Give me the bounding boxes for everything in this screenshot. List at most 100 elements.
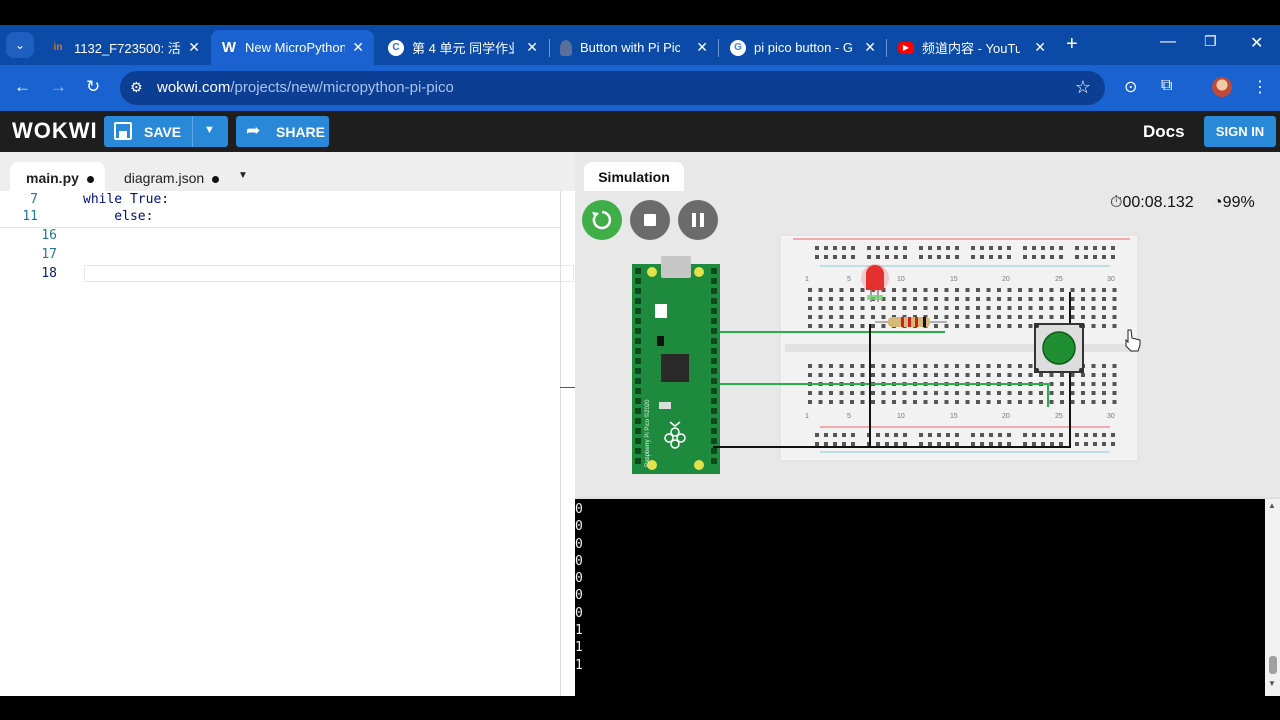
browser-tab-3[interactable]: C 第 4 单元 同学作业 ✕ (378, 30, 548, 65)
scrollbar-thumb[interactable] (1269, 656, 1277, 674)
pico-pins (635, 268, 717, 464)
serial-output: 0 0 0 0 0 0 0 1 1 1 (575, 501, 1265, 691)
restore-icon[interactable]: ❐ (1204, 33, 1217, 49)
simulation-timer: ⏱00:08.132 (1110, 194, 1194, 211)
column-label: 5 (847, 413, 851, 420)
close-tab-icon[interactable]: ✕ (526, 39, 538, 55)
serial-line: 0 (575, 553, 583, 569)
serial-line: 0 (575, 502, 583, 517)
address-bar-row: ← → ↻ ⚙ wokwi.com/projects/new/micropyth… (0, 65, 1280, 111)
restart-icon (592, 210, 612, 230)
more-files-caret-icon[interactable]: ▼ (238, 170, 248, 181)
browser-tab-6[interactable]: ▶ 频道内容 - YouTub ✕ (888, 30, 1056, 65)
site-settings-icon[interactable]: ⚙ (130, 79, 143, 95)
scroll-down-arrow-icon[interactable]: ▼ (1268, 679, 1276, 688)
forward-arrow-icon[interactable]: → (50, 77, 67, 96)
pause-simulation-button[interactable] (678, 200, 718, 240)
tab-diagram-json[interactable]: diagram.json (110, 162, 228, 191)
docs-link[interactable]: Docs (1143, 122, 1185, 141)
column-label: 20 (1002, 276, 1010, 283)
code-line[interactable]: 16 (41, 228, 57, 243)
bookmark-star-icon[interactable]: ☆ (1074, 77, 1091, 97)
column-label: 15 (950, 413, 958, 420)
tab-main-py[interactable]: main.py (10, 162, 105, 191)
share-arrow-icon: ➦ (246, 121, 261, 140)
chrome-menu-icon[interactable]: ⋮ (1252, 79, 1268, 96)
tab-title: 第 4 单元 同学作业 (412, 41, 514, 56)
code-line[interactable]: 11 else: (22, 209, 154, 224)
rp2040-chip (661, 354, 689, 382)
panel-resize-handle[interactable] (560, 387, 575, 388)
extensions-puzzle-icon[interactable]: ⧉ (1161, 77, 1173, 94)
stop-simulation-button[interactable] (630, 200, 670, 240)
profile-avatar[interactable] (1212, 77, 1232, 97)
column-label: 5 (847, 276, 851, 283)
breadboard-holes (808, 246, 1117, 446)
usb-connector (661, 256, 691, 278)
simulation-speed: ◔99% (1213, 194, 1255, 211)
browser-tab-1[interactable]: in 1132_F723500: 活 ✕ (40, 30, 210, 65)
code-line[interactable]: 7 while True: (30, 192, 170, 207)
current-line-highlight (84, 265, 574, 282)
new-tab-plus-icon[interactable]: + (1066, 33, 1078, 55)
share-button[interactable]: ➦ SHARE (236, 116, 329, 147)
browser-tab-5[interactable]: G pi pico button - G ✕ (720, 30, 886, 65)
tab-simulation[interactable]: Simulation (584, 162, 684, 191)
restart-simulation-button[interactable] (582, 200, 622, 240)
close-tab-icon[interactable]: ✕ (352, 39, 364, 55)
tab-title: New MicroPython (245, 40, 345, 55)
pico-board-label: Raspberry Pi Pico ©2020 (644, 399, 651, 467)
code-line[interactable]: 17 (41, 247, 57, 262)
browser-tab-strip: ⌄ in 1132_F723500: 活 ✕ W New MicroPython… (0, 25, 1280, 65)
editor-tabs: main.py diagram.json ▼ (0, 152, 575, 191)
pause-icon (692, 213, 704, 227)
stop-icon (644, 214, 656, 226)
tab-title: pi pico button - G (754, 40, 853, 55)
google-favicon-icon: G (730, 39, 746, 56)
serial-line: 0 (575, 588, 583, 604)
column-label: 10 (897, 413, 905, 420)
classroom-favicon-icon: C (388, 39, 404, 56)
minimize-icon[interactable]: — (1160, 33, 1176, 50)
column-label: 30 (1107, 276, 1115, 283)
url-text[interactable]: wokwi.com/projects/new/micropython-pi-pi… (157, 79, 454, 96)
column-label: 1 (805, 413, 809, 420)
wokwi-header: WOKWI SAVE ▼ ➦ SHARE Docs SIGN IN (0, 111, 1280, 152)
url-omnibox[interactable]: ⚙ wokwi.com/projects/new/micropython-pi-… (120, 71, 1105, 105)
serial-monitor[interactable]: 0 0 0 0 0 0 0 1 1 1 ▲ ▼ (575, 497, 1280, 696)
column-label: 20 (1002, 413, 1010, 420)
column-label: 15 (950, 276, 958, 283)
tab-title: 1132_F723500: 活 (74, 41, 181, 56)
serial-line: 0 (575, 605, 583, 621)
red-led[interactable] (866, 265, 884, 290)
close-tab-icon[interactable]: ✕ (1034, 39, 1046, 55)
scroll-up-arrow-icon[interactable]: ▲ (1268, 501, 1276, 510)
save-button[interactable]: SAVE ▼ (104, 116, 228, 147)
bottom-letterbox (0, 696, 1280, 720)
window-close-icon[interactable]: ✕ (1250, 35, 1264, 52)
serial-line: 1 (575, 623, 583, 639)
browser-tab-2[interactable]: W New MicroPython ✕ (211, 30, 374, 65)
close-tab-icon[interactable]: ✕ (864, 39, 876, 55)
browser-tab-4[interactable]: Button with Pi Pic ✕ (550, 30, 718, 65)
reading-mode-icon[interactable]: ⊙ (1124, 79, 1138, 96)
wire-green-button[interactable] (720, 383, 1049, 407)
top-letterbox (0, 0, 1280, 25)
tab-search-button[interactable]: ⌄ (6, 32, 34, 58)
push-button-cap[interactable] (1042, 331, 1076, 365)
wokwi-logo[interactable]: WOKWI (12, 118, 98, 143)
serial-line: 1 (575, 657, 583, 673)
close-tab-icon[interactable]: ✕ (696, 39, 708, 55)
code-line-current[interactable]: 18 (41, 266, 57, 281)
tab-title: Button with Pi Pic (580, 40, 680, 55)
circuit-canvas[interactable]: 1 5 10 15 20 25 30 1 5 10 15 20 25 30 (575, 152, 1280, 497)
hand-cursor-icon (1125, 329, 1141, 352)
save-dropdown-caret-icon[interactable]: ▼ (204, 124, 215, 136)
serial-line: 0 (575, 571, 583, 587)
back-arrow-icon[interactable]: ← (14, 77, 31, 96)
serial-scrollbar[interactable]: ▲ ▼ (1265, 499, 1280, 696)
reload-icon[interactable]: ↻ (86, 77, 101, 96)
close-tab-icon[interactable]: ✕ (188, 39, 200, 55)
unsaved-dot-icon (212, 175, 220, 183)
sign-in-button[interactable]: SIGN IN (1204, 116, 1276, 147)
